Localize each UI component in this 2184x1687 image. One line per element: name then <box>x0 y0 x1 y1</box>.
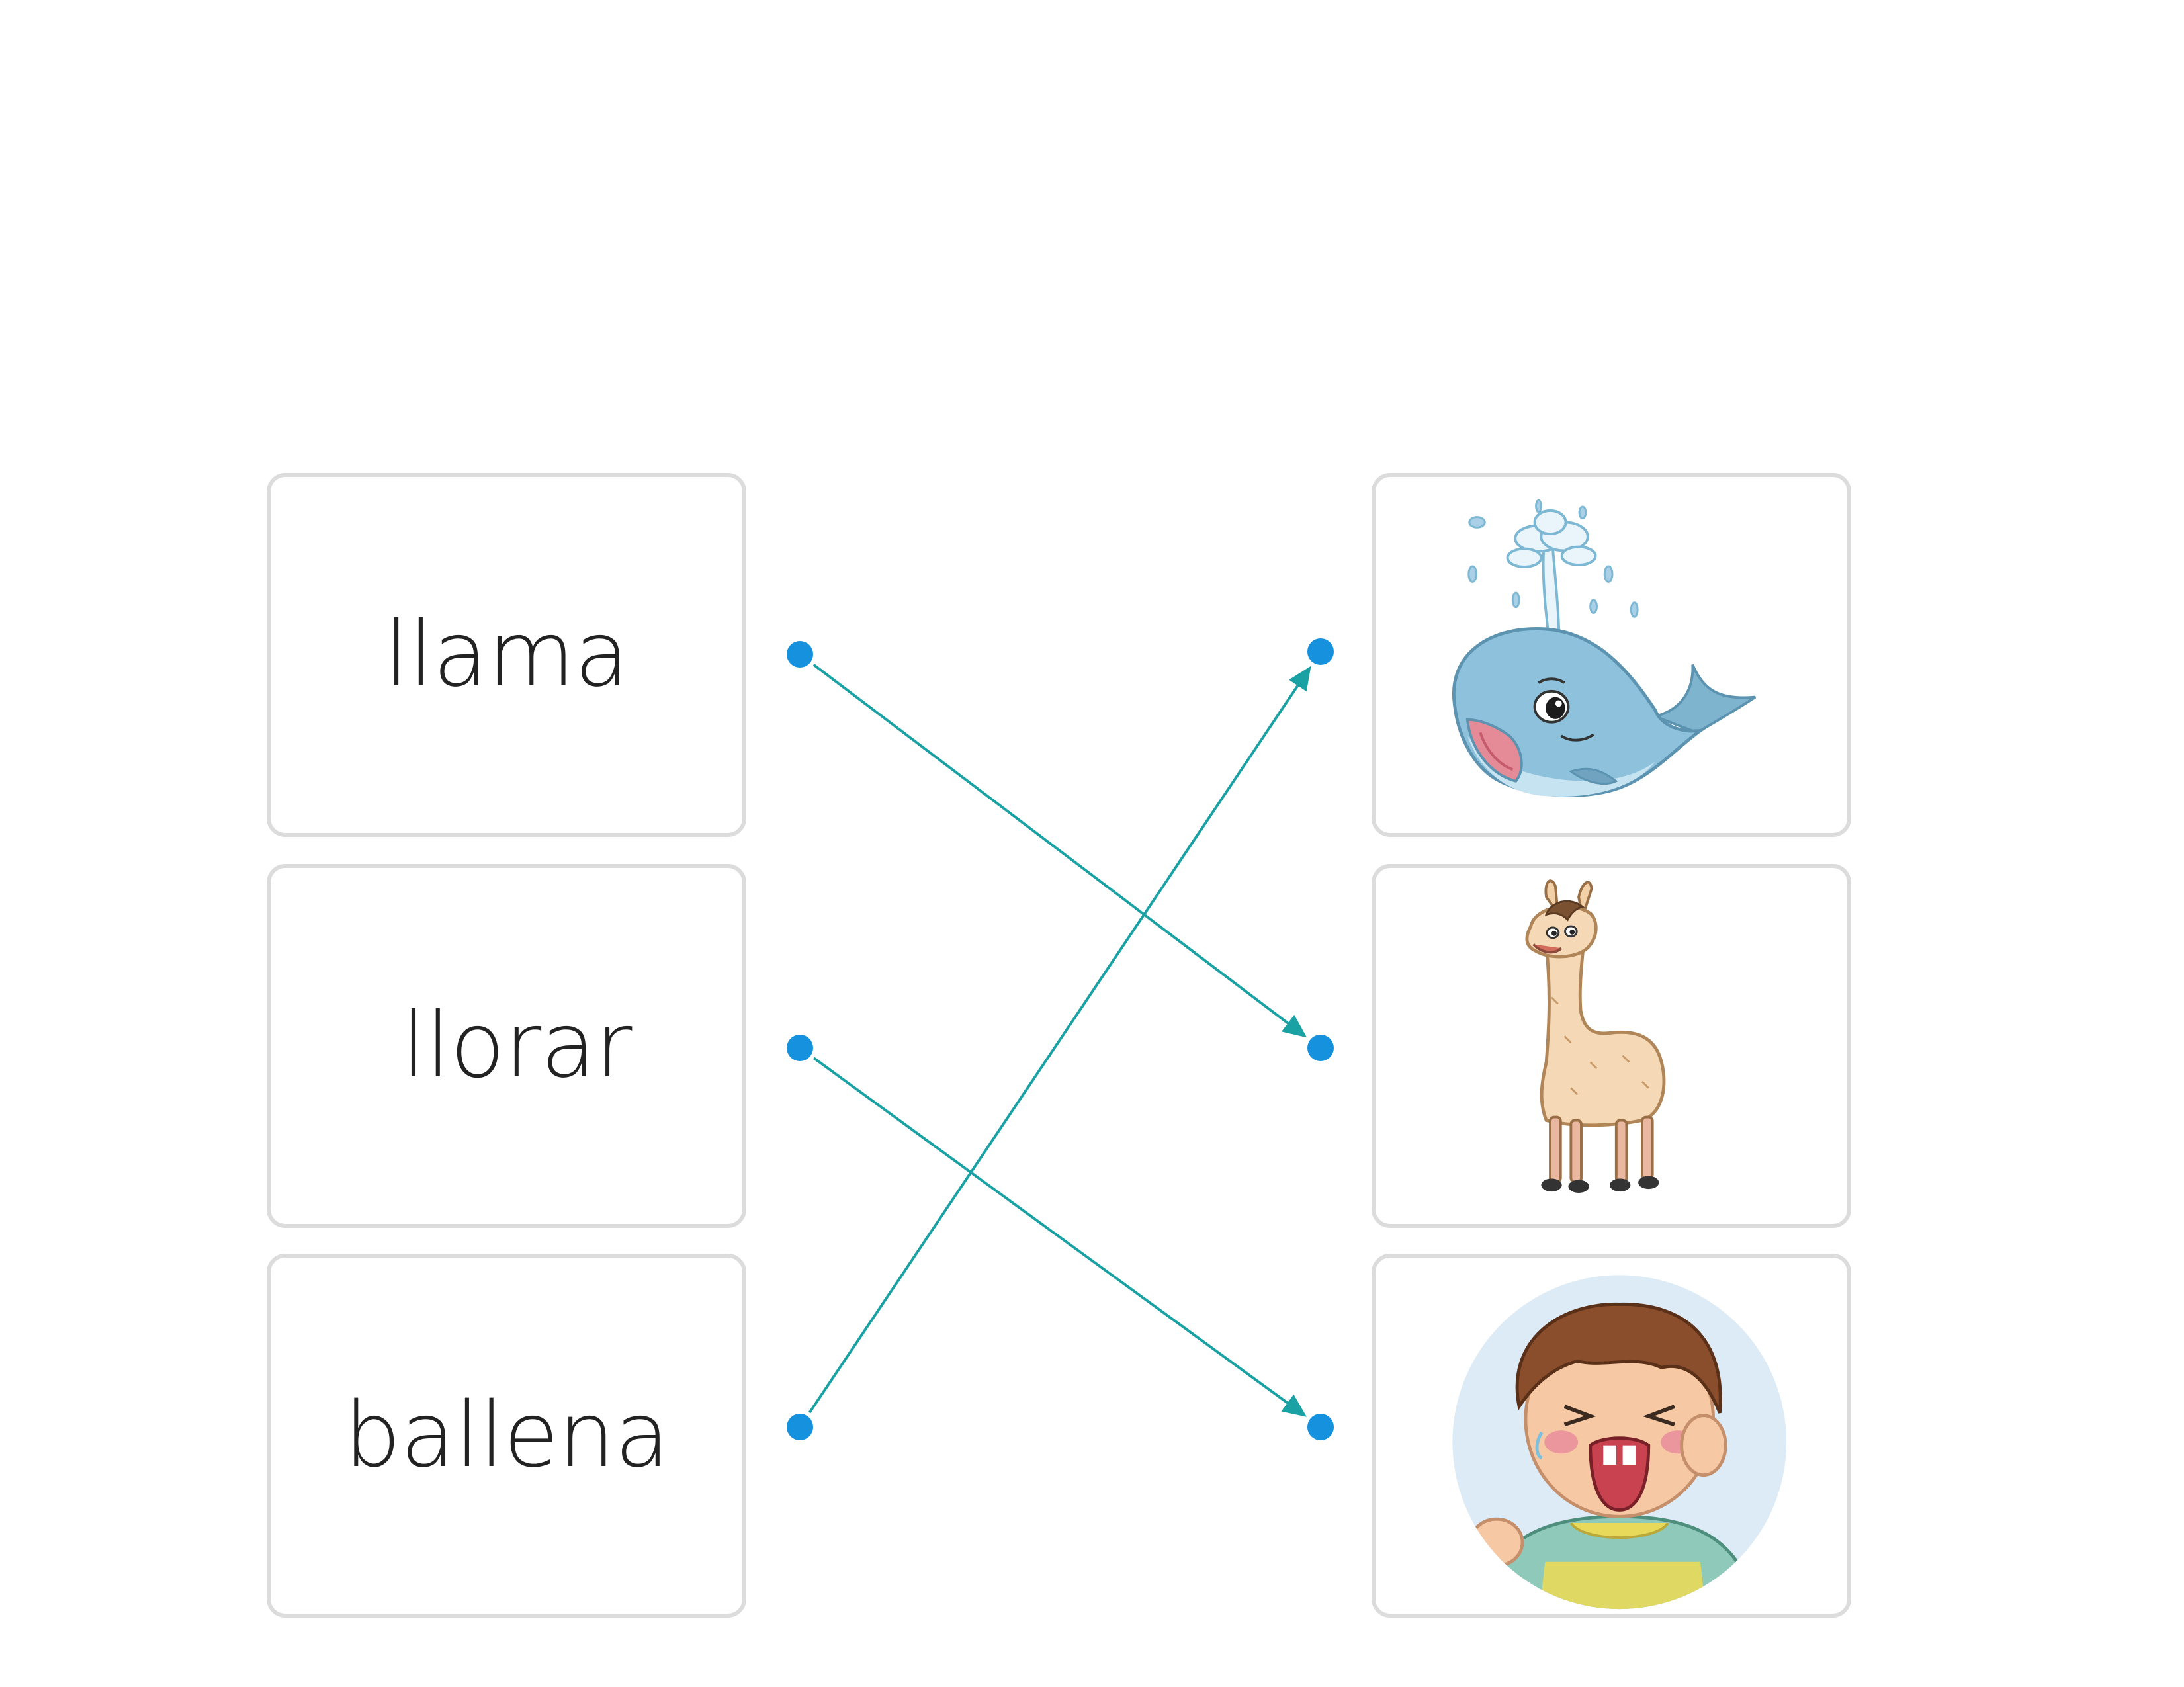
picture-card-llama[interactable] <box>1372 864 1851 1228</box>
whale-icon <box>1452 499 1757 797</box>
connection-line-llorar-to-crying-boy[interactable] <box>812 1057 1307 1417</box>
word-connector-dot-llama[interactable] <box>787 641 813 668</box>
picture-card-whale[interactable] <box>1372 473 1851 837</box>
word-card-llama[interactable]: llama <box>267 473 746 837</box>
word-connector-dot-ballena[interactable] <box>787 1414 813 1440</box>
word-label: llama <box>384 603 630 707</box>
connection-line-llama-to-llama[interactable] <box>812 664 1307 1038</box>
word-label: llorar <box>401 994 633 1098</box>
word-label: ballena <box>343 1383 670 1488</box>
picture-card-crying-boy[interactable] <box>1372 1254 1851 1618</box>
connection-line-ballena-to-whale[interactable] <box>808 666 1311 1414</box>
crying-boy-icon <box>1452 1275 1787 1610</box>
word-connector-dot-llorar[interactable] <box>787 1035 813 1061</box>
llama-icon <box>1525 879 1666 1193</box>
word-card-ballena[interactable]: ballena <box>267 1254 746 1618</box>
picture-connector-dot-whale[interactable] <box>1307 638 1334 665</box>
picture-connector-dot-llama[interactable] <box>1307 1035 1334 1061</box>
word-card-llorar[interactable]: llorar <box>267 864 746 1228</box>
picture-connector-dot-crying-boy[interactable] <box>1307 1414 1334 1440</box>
